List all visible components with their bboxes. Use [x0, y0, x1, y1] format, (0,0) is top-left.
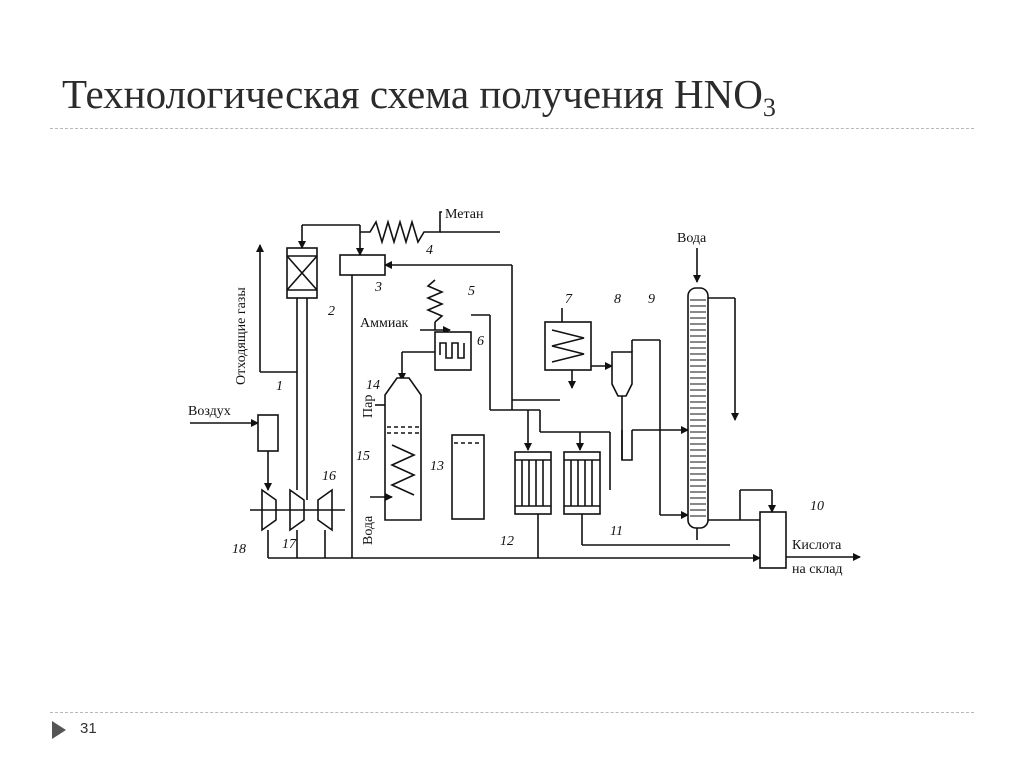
title-separator: [50, 128, 974, 129]
num-5: 5: [468, 284, 475, 299]
equipment-10-bleacher: [759, 511, 787, 569]
equipment-4-methane-heater: [360, 211, 442, 245]
label-water-bottom: Вода: [361, 515, 376, 545]
equipment-12-heat-exchanger: [514, 451, 552, 515]
footer-arrow-icon: [52, 721, 66, 739]
equipment-7-coil: [551, 329, 585, 363]
num-1: 1: [276, 379, 283, 394]
num-14: 14: [366, 378, 380, 393]
num-2: 2: [328, 304, 335, 319]
equipment-15-boiler-coil: [390, 444, 416, 496]
num-4: 4: [426, 243, 433, 258]
column-9-trays: [690, 299, 706, 517]
page-number: 31: [80, 720, 97, 737]
label-acid-line2: на склад: [792, 562, 843, 577]
equipment-6-evaporator: [434, 331, 472, 371]
slide-title-main: Технологическая схема получения HNO: [62, 71, 763, 117]
num-8: 8: [614, 292, 621, 307]
label-water-top: Вода: [677, 231, 707, 246]
label-steam: Пар: [361, 395, 376, 418]
label-ammonia: Аммиак: [360, 316, 409, 331]
num-7: 7: [565, 292, 573, 307]
num-18: 18: [232, 542, 246, 557]
label-acid-line1: Кислота: [792, 538, 842, 553]
num-6: 6: [477, 334, 484, 349]
equipment-8-separator: [611, 351, 633, 397]
num-12: 12: [500, 534, 514, 549]
equipment-14-converter: [384, 377, 422, 521]
num-13: 13: [430, 459, 444, 474]
num-16: 16: [322, 469, 336, 484]
equipment-5-ammonia-heater: [425, 279, 445, 323]
label-methane: Метан: [445, 207, 484, 222]
num-3: 3: [374, 280, 382, 295]
num-9: 9: [648, 292, 655, 307]
equipment-3-mixer: [339, 254, 386, 276]
num-15: 15: [356, 449, 370, 464]
reactor-2-cross-b: [286, 255, 318, 291]
equipment-13-vessel: [451, 434, 485, 520]
footer-separator: [50, 712, 974, 713]
num-17: 17: [282, 537, 297, 552]
slide-title-subscript: 3: [762, 93, 776, 122]
num-11: 11: [610, 524, 623, 539]
label-exhaust-gases: Отходящие газы: [234, 287, 249, 385]
num-10: 10: [810, 499, 824, 514]
equipment-11-heat-exchanger: [563, 451, 601, 515]
equipment-6-coil: [439, 342, 465, 359]
pipe-8-seal: [621, 430, 633, 461]
slide-title: Технологическая схема получения HNO3: [62, 70, 776, 123]
label-air: Воздух: [188, 404, 231, 419]
equipment-1-filter: [257, 414, 279, 452]
